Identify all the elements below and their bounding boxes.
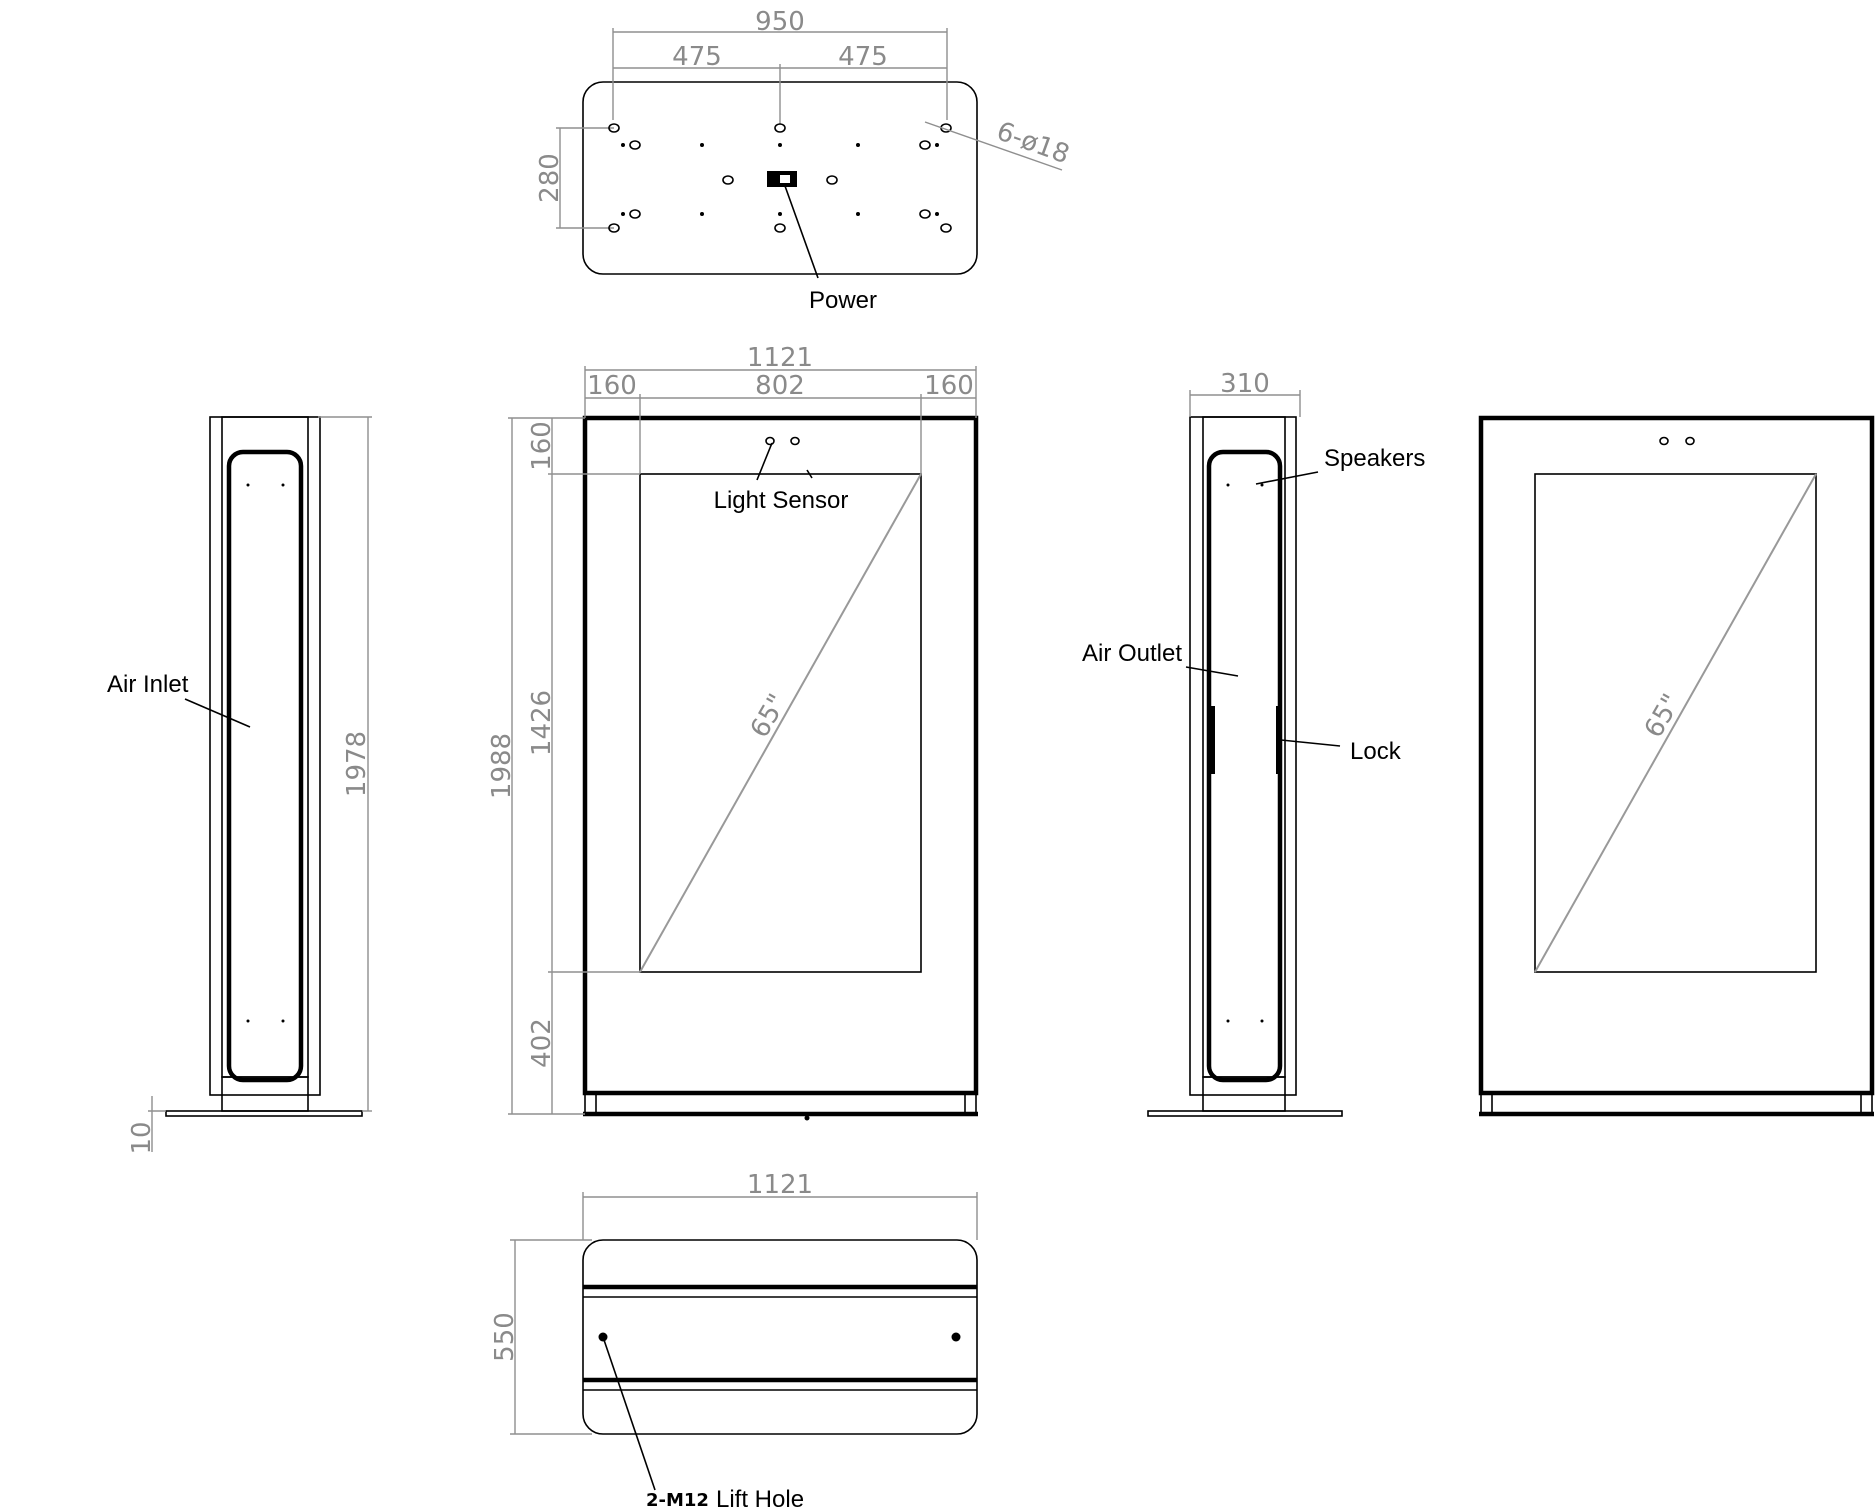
dim-160-top: 160 (527, 421, 557, 471)
base-plate (165, 1110, 363, 1117)
bottom-view: 1121 550 2-M12 Lift Hole (490, 1170, 978, 1512)
dim-1978: 1978 (342, 731, 372, 797)
label-light-sensor: Light Sensor (714, 487, 849, 514)
dim-310: 310 (1220, 369, 1270, 399)
lock (1276, 706, 1281, 774)
label-air-outlet: Air Outlet (1082, 640, 1182, 667)
back-screen-size: 65" (1639, 689, 1688, 743)
front-screen (639, 473, 922, 973)
back-cabinet (1478, 415, 1875, 1096)
dim-475-left: 475 (672, 42, 722, 72)
dim-550: 550 (490, 1312, 520, 1362)
dim-402: 402 (527, 1018, 557, 1068)
back-screen (1534, 473, 1817, 973)
air-outlet-panel (1206, 449, 1283, 1083)
dim-950: 950 (755, 7, 805, 37)
dim-holes: 6-ø18 (993, 116, 1074, 170)
lift-hole-right (951, 1332, 961, 1342)
dim-1121-bottom: 1121 (747, 1170, 813, 1200)
light-sensor (765, 436, 775, 446)
front-cabinet (582, 415, 979, 1096)
label-speakers: Speakers (1324, 445, 1425, 472)
bottom-view-outline (582, 1239, 978, 1435)
label-bolt: 2-M12 (646, 1490, 709, 1511)
label-lift-hole: Lift Hole (716, 1486, 804, 1512)
dim-10: 10 (127, 1121, 157, 1154)
front-screen-size: 65" (745, 689, 794, 743)
dim-160-left: 160 (587, 371, 637, 401)
label-air-inlet: Air Inlet (107, 671, 189, 698)
top-view: 950 475 475 280 (535, 7, 1073, 314)
dim-280: 280 (535, 153, 565, 203)
front-view: 65" Light Sensor 1121 160 802 160 1988 1… (487, 343, 979, 1121)
label-power: Power (809, 287, 877, 314)
label-lock: Lock (1350, 738, 1402, 765)
side-view-left: 1978 10 Air Inlet (107, 416, 372, 1155)
mounting-holes (608, 123, 952, 233)
air-inlet-panel (226, 449, 304, 1083)
dim-1121-front: 1121 (747, 343, 813, 373)
dim-1988: 1988 (487, 733, 517, 799)
side-view-right: 310 Speakers Air Outlet Lock (1082, 369, 1425, 1117)
dim-160-right: 160 (924, 371, 974, 401)
dim-475-right: 475 (838, 42, 888, 72)
back-view: 65" (1478, 415, 1875, 1117)
dim-1426: 1426 (527, 690, 557, 756)
dim-802: 802 (755, 371, 805, 401)
